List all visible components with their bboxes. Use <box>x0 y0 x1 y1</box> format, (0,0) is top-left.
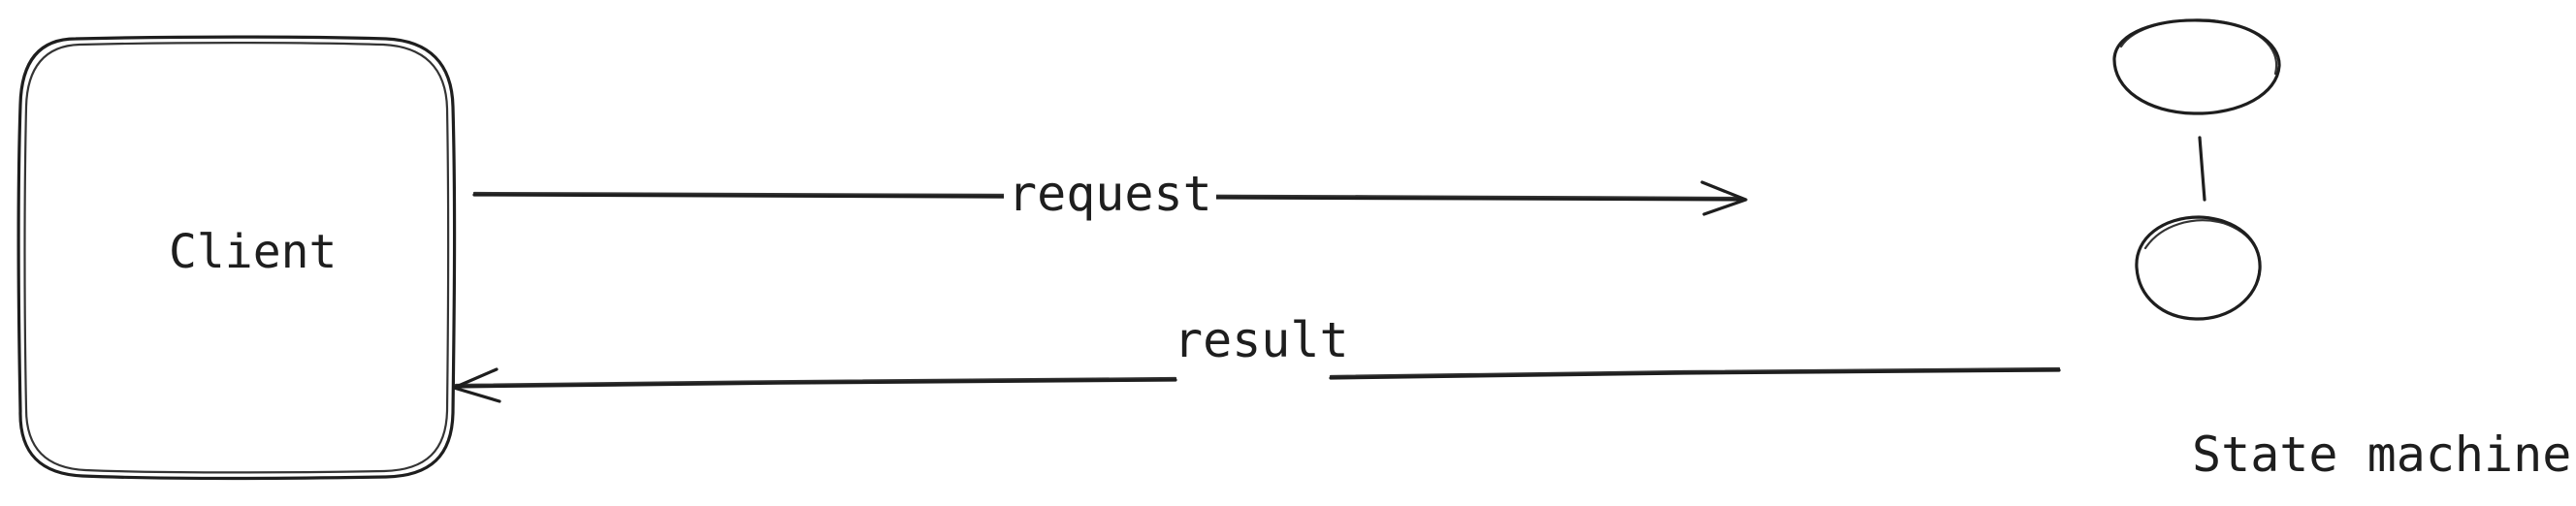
state-top-ellipse[interactable] <box>2112 18 2281 115</box>
client-box[interactable] <box>16 35 457 480</box>
result-arrow[interactable] <box>452 366 2061 403</box>
request-label: request <box>1004 170 1216 218</box>
state-machine-label: State machine <box>2188 430 2576 479</box>
state-machine-node[interactable] <box>2112 18 2281 321</box>
state-bottom-ellipse[interactable] <box>2135 215 2262 321</box>
result-label: result <box>1174 312 1349 368</box>
state-connector-line <box>2198 136 2206 202</box>
client-label: Client <box>165 229 341 275</box>
